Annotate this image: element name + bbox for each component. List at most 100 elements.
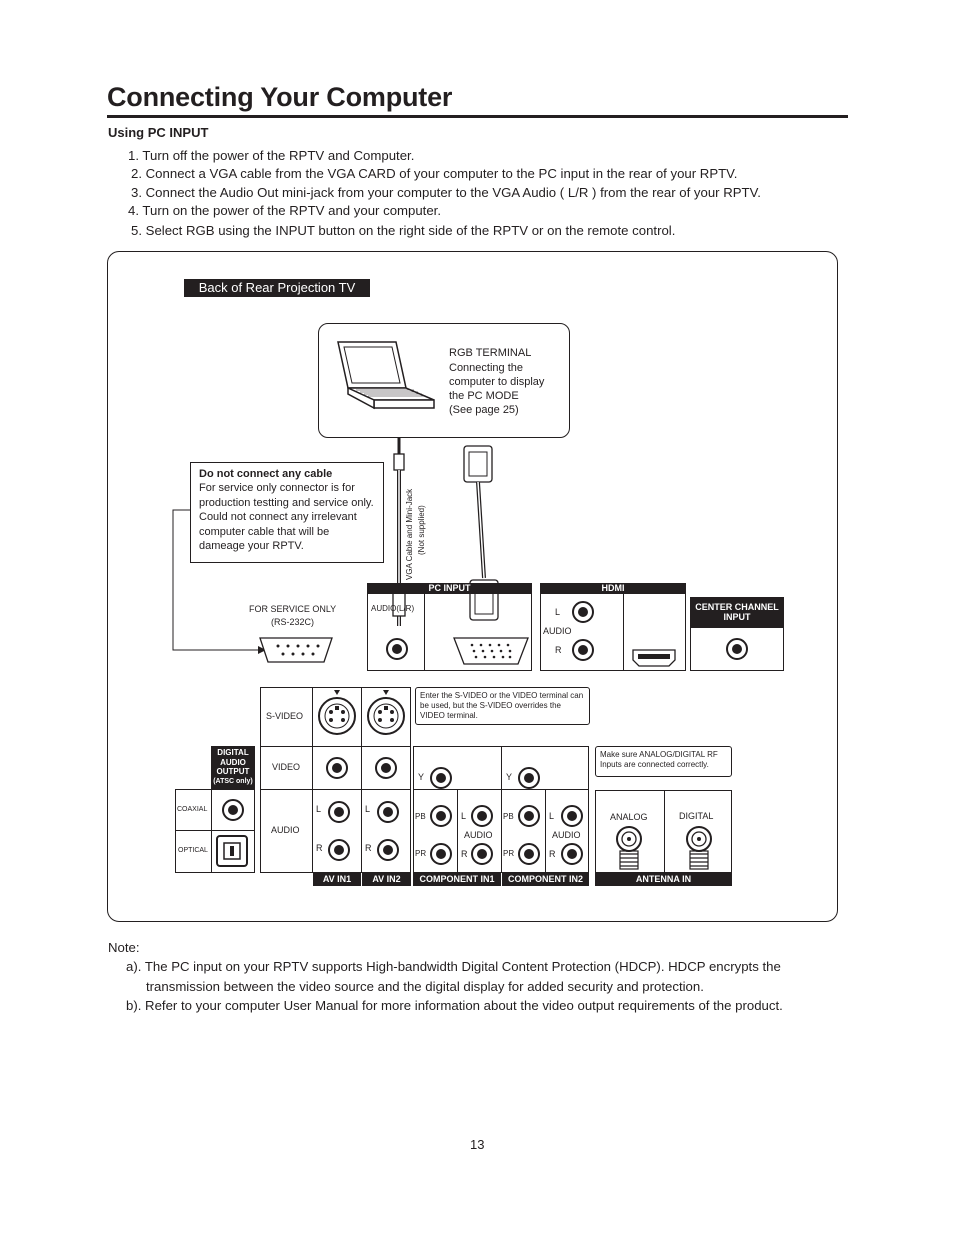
comp1-y-label: Y: [418, 772, 425, 782]
video-label: VIDEO: [272, 762, 301, 772]
av2-audio-r-jack[interactable]: [377, 839, 399, 861]
hdmi-r-label: R: [555, 645, 562, 655]
svideo-in1-port-icon[interactable]: [316, 690, 358, 742]
rgb-terminal-line-3: computer to display: [449, 376, 545, 388]
center-channel-jack[interactable]: [726, 638, 748, 660]
component-divider: [501, 746, 502, 873]
pc-input-divider: [424, 594, 425, 671]
digital-audio-header: DIGITAL AUDIO OUTPUT (ATSC only): [211, 746, 255, 789]
antenna-panel: [595, 790, 732, 873]
av-panel: [260, 687, 411, 873]
antenna-divider: [664, 790, 665, 873]
digital-audio-divider: [211, 789, 212, 873]
svideo-label: S-VIDEO: [266, 711, 304, 721]
note-a-line-2: transmission between the video source an…: [146, 979, 704, 994]
comp1-audio-l-jack[interactable]: [471, 805, 493, 827]
av1-audio-r-jack[interactable]: [328, 839, 350, 861]
hdmi-audio-l-jack[interactable]: [572, 601, 594, 623]
note-a-line-1: a). The PC input on your RPTV supports H…: [126, 959, 781, 974]
av-row-divider-1: [260, 746, 411, 747]
svideo-note: Enter the S-VIDEO or the VIDEO terminal …: [415, 687, 590, 725]
audio-lr-label: AUDIO(L/R): [371, 604, 415, 613]
comp2-y-jack[interactable]: [518, 767, 540, 789]
comp1-y-jack[interactable]: [430, 767, 452, 789]
comp1-audio-r-jack[interactable]: [471, 843, 493, 865]
comp1-l-label: L: [461, 811, 467, 821]
video-in1-jack[interactable]: [326, 757, 348, 779]
digital-audio-line-4: (ATSC only): [213, 777, 253, 785]
pc-audio-jack[interactable]: [386, 638, 408, 660]
hdmi-divider: [623, 594, 624, 671]
comp1-pr-jack[interactable]: [430, 843, 452, 865]
step-2: 2. Connect a VGA cable from the VGA CARD…: [131, 166, 738, 181]
comp1-pr-label: PR: [415, 849, 427, 858]
computer-box: [318, 323, 570, 438]
optical-label: OPTICAL: [178, 847, 208, 854]
av-in1-label: AV IN1: [313, 873, 361, 886]
av-in2-label: AV IN2: [362, 873, 411, 886]
connection-diagram: [107, 251, 838, 922]
digital-audio-line-2: AUDIO: [220, 757, 246, 767]
av2-r-label: R: [365, 843, 372, 853]
coaxial-jack[interactable]: [222, 799, 244, 821]
laptop-icon: [337, 341, 435, 410]
step-1: 1. Turn off the power of the RPTV and Co…: [128, 148, 415, 163]
rgb-terminal-line-5: (See page 25): [449, 404, 519, 416]
hdmi-port-icon[interactable]: [632, 648, 676, 668]
center-channel-header: CENTER CHANNEL INPUT: [690, 597, 784, 628]
comp2-pb-jack[interactable]: [518, 805, 540, 827]
center-channel-line-2: INPUT: [723, 612, 751, 622]
cable-label: VGA Cable and Mini-Jack: [405, 450, 414, 580]
av-row-divider-2: [260, 789, 411, 790]
video-in2-jack[interactable]: [375, 757, 397, 779]
comp2-audio-r-jack[interactable]: [561, 843, 583, 865]
digital-label: DIGITAL: [679, 811, 714, 821]
hdmi-audio-r-jack[interactable]: [572, 639, 594, 661]
comp2-pr-label: PR: [503, 849, 515, 858]
av1-audio-l-jack[interactable]: [328, 801, 350, 823]
center-channel-line-1: CENTER CHANNEL: [695, 602, 779, 612]
comp2-r-label: R: [549, 849, 556, 859]
av-divider-2: [361, 687, 362, 873]
antenna-in-label: ANTENNA IN: [595, 873, 732, 886]
warning-text: For service only connector is for produc…: [199, 482, 374, 553]
svideo-in2-port-icon[interactable]: [365, 690, 407, 742]
rf-note: Make sure ANALOG/DIGITAL RF Inputs are c…: [595, 746, 732, 777]
analog-antenna-port-icon[interactable]: [614, 826, 644, 872]
rs232c-port-icon: [259, 637, 333, 663]
digital-antenna-port-icon[interactable]: [684, 826, 714, 872]
analog-label: ANALOG: [610, 812, 648, 822]
pc-input-header: PC INPUT: [367, 583, 532, 594]
hdmi-l-label: L: [555, 607, 561, 617]
comp2-pb-label: PB: [503, 812, 514, 821]
vga-port-icon[interactable]: [452, 634, 532, 668]
component-in2-audio-divider: [545, 789, 546, 873]
comp2-pr-jack[interactable]: [518, 843, 540, 865]
digital-audio-panel: [175, 789, 255, 873]
comp2-y-label: Y: [506, 772, 513, 782]
warning-title: Do not connect any cable: [199, 468, 333, 480]
step-5: 5. Select RGB using the INPUT button on …: [131, 223, 676, 238]
av-audio-label: AUDIO: [271, 825, 300, 835]
service-only-label: FOR SERVICE ONLY: [249, 604, 337, 614]
optical-port-icon[interactable]: [215, 834, 249, 868]
page-number: 13: [470, 1137, 485, 1152]
av1-r-label: R: [316, 843, 323, 853]
tv-label: Back of Rear Projection TV: [184, 279, 370, 297]
hdmi-audio-label: AUDIO: [543, 626, 572, 636]
component-in1-audio-divider: [457, 789, 458, 873]
coaxial-label: COAXIAL: [177, 806, 208, 813]
av2-l-label: L: [365, 804, 371, 814]
rgb-terminal-line-2: Connecting the: [449, 362, 523, 374]
comp2-audio-l-jack[interactable]: [561, 805, 583, 827]
rs232c-label: (RS-232C): [271, 617, 315, 627]
digital-audio-row-divider: [175, 830, 255, 831]
av2-audio-l-jack[interactable]: [377, 801, 399, 823]
comp1-audio-label: AUDIO: [464, 830, 493, 840]
comp1-pb-jack[interactable]: [430, 805, 452, 827]
component-in2-label: COMPONENT IN2: [502, 873, 589, 886]
section-subtitle: Using PC INPUT: [108, 125, 209, 140]
note-label: Note:: [108, 940, 140, 955]
rgb-terminal-line-1: RGB TERMINAL: [449, 347, 532, 359]
comp1-r-label: R: [461, 849, 468, 859]
